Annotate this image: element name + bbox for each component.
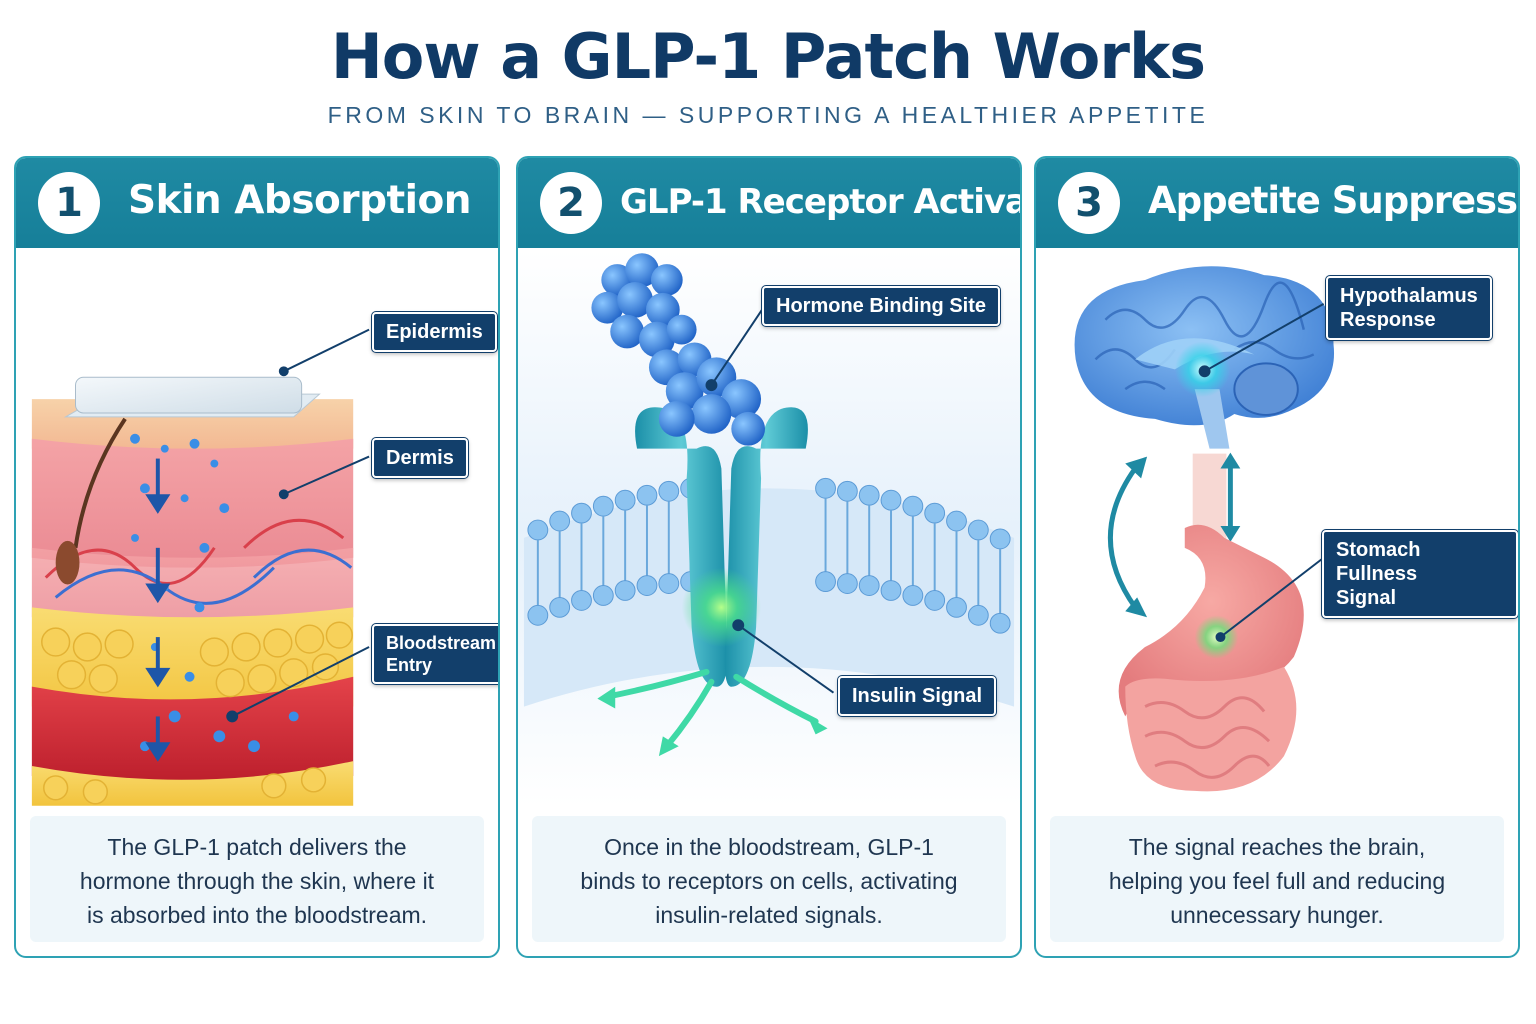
- panel-caption: The signal reaches the brain, helping yo…: [1050, 816, 1504, 942]
- label-epidermis: Epidermis: [372, 312, 497, 352]
- label-dermis: Dermis: [372, 438, 468, 478]
- skin-layers-illustration: [31, 328, 370, 806]
- panel-caption: The GLP-1 patch delivers the hormone thr…: [30, 816, 484, 942]
- panel-header: 3 Appetite Suppression: [1036, 158, 1518, 248]
- panel-caption: Once in the bloodstream, GLP-1 binds to …: [532, 816, 1006, 942]
- panel-header: 2 GLP-1 Receptor Activation: [518, 158, 1020, 248]
- label-stomach-fullness-signal: Stomach Fullness Signal: [1322, 530, 1518, 618]
- panel-header: 1 Skin Absorption: [16, 158, 498, 248]
- panel-title: GLP-1 Receptor Activation: [620, 182, 1020, 222]
- step-number-badge: 3: [1058, 172, 1120, 234]
- page-title: How a GLP-1 Patch Works: [330, 20, 1206, 93]
- label-hypothalamus-response: Hypothalamus Response: [1326, 276, 1492, 340]
- panel-title: Skin Absorption: [128, 178, 472, 223]
- label-bloodstream-entry: Bloodstream Entry: [372, 624, 498, 684]
- step-number-badge: 1: [38, 172, 100, 234]
- label-hormone-binding-site: Hormone Binding Site: [762, 286, 1000, 326]
- receptor-membrane-illustration: [518, 250, 1020, 806]
- panel-title: Appetite Suppression: [1148, 179, 1518, 222]
- step-number-badge: 2: [540, 172, 602, 234]
- label-insulin-signal: Insulin Signal: [838, 676, 997, 716]
- panel-receptor-activation: 2 GLP-1 Receptor Activation: [516, 156, 1022, 958]
- page-subtitle: FROM SKIN TO BRAIN — SUPPORTING A HEALTH…: [327, 102, 1209, 128]
- brain-stomach-illustration: [1074, 266, 1335, 792]
- panel-appetite-suppression: 3 Appetite Suppression: [1034, 156, 1520, 958]
- panel-skin-absorption: 1 Skin Absorption: [14, 156, 500, 958]
